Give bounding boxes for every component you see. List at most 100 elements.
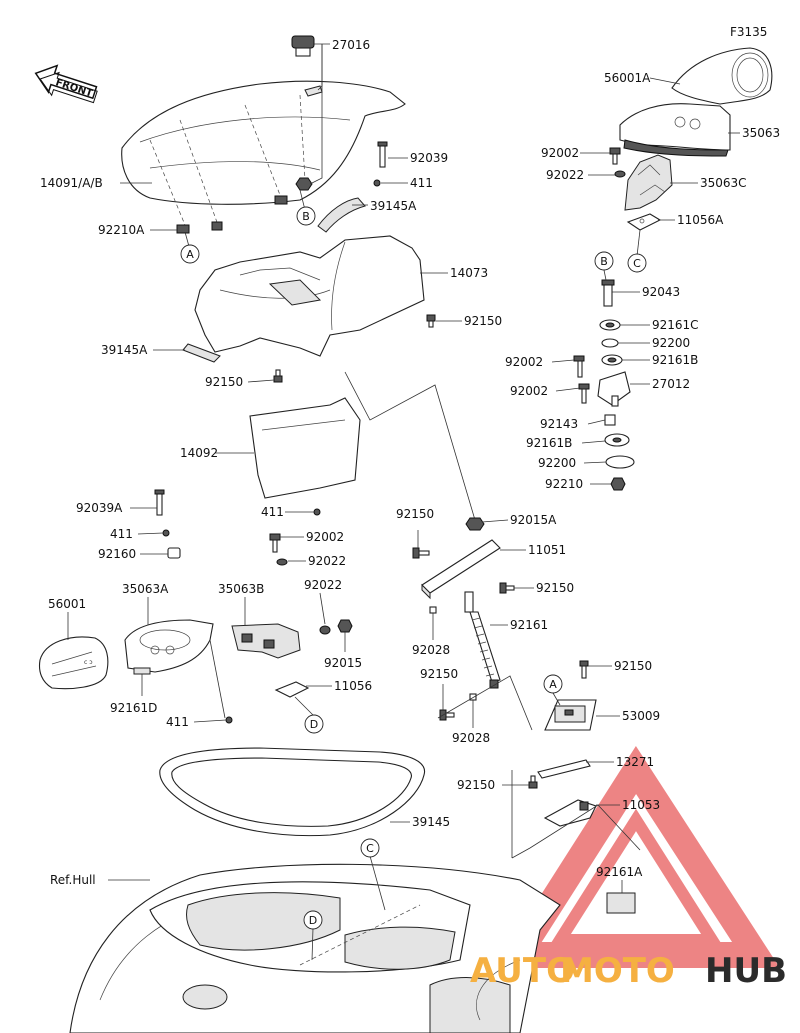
watermark-text: AUTO MOTO HUB bbox=[470, 951, 787, 991]
label-92161Ba: 92161B bbox=[652, 353, 698, 367]
label-11053: 11053 bbox=[622, 798, 660, 812]
label-92200a: 92200 bbox=[652, 336, 690, 350]
seal-39145 bbox=[159, 747, 426, 837]
seat-clip-2 bbox=[274, 195, 288, 205]
callout-A-upper: A bbox=[180, 244, 200, 264]
label-411a: 411 bbox=[410, 176, 433, 190]
collar-92143 bbox=[604, 414, 616, 426]
label-92150g: 92150 bbox=[457, 778, 495, 792]
label-14092: 14092 bbox=[180, 446, 218, 460]
bolt-92150f bbox=[579, 660, 589, 679]
part-411a bbox=[373, 179, 381, 187]
strip-13271 bbox=[537, 759, 591, 779]
part-411b bbox=[313, 508, 321, 516]
label-92161Bb: 92161B bbox=[526, 436, 572, 450]
label-92028b: 92028 bbox=[452, 731, 490, 745]
part-39145A bbox=[317, 197, 366, 233]
svg-text:B: B bbox=[302, 210, 310, 223]
label-35063A: 35063A bbox=[122, 582, 169, 596]
label-92160: 92160 bbox=[98, 547, 136, 561]
label-92150d: 92150 bbox=[536, 581, 574, 595]
nut-92015A bbox=[465, 517, 485, 531]
svg-text:B: B bbox=[600, 255, 608, 268]
label-92200b: 92200 bbox=[538, 456, 576, 470]
watermark-auto: AUTO bbox=[470, 951, 575, 991]
label-92210: 92210 bbox=[545, 477, 583, 491]
hull-reference bbox=[69, 863, 561, 1033]
washer-92200a bbox=[601, 338, 619, 348]
bolt-92002c bbox=[578, 383, 590, 404]
watermark-logo bbox=[494, 745, 780, 968]
label-92022b: 92022 bbox=[308, 554, 346, 568]
bolt-92150e bbox=[439, 709, 455, 721]
figure-code: F3135 bbox=[730, 25, 767, 39]
label-92015A: 92015A bbox=[510, 513, 557, 527]
callout-D-hull: D bbox=[303, 910, 323, 930]
label-14091: 14091/A/B bbox=[40, 176, 103, 190]
label-56001: 56001 bbox=[48, 597, 86, 611]
bolt-92150g bbox=[528, 775, 538, 789]
label-27016: 27016 bbox=[332, 38, 370, 52]
svg-text:C: C bbox=[633, 257, 641, 270]
label-92143: 92143 bbox=[540, 417, 578, 431]
callout-D-left: D bbox=[304, 714, 324, 734]
washer-92161Ba-hole bbox=[607, 357, 617, 363]
bolt-92150a bbox=[426, 314, 436, 328]
front-arrow-icon: FRONT bbox=[34, 64, 98, 104]
mirror-56001A bbox=[671, 47, 773, 105]
label-92150f: 92150 bbox=[614, 659, 652, 673]
label-92161: 92161 bbox=[510, 618, 548, 632]
bolt-92150d bbox=[499, 582, 515, 594]
label-56001A: 56001A bbox=[604, 71, 651, 85]
svg-text:C: C bbox=[366, 842, 374, 855]
label-92150a: 92150 bbox=[464, 314, 502, 328]
label-92002a: 92002 bbox=[541, 146, 579, 160]
callout-C-right: C bbox=[627, 253, 647, 273]
label-27012: 27012 bbox=[652, 377, 690, 391]
bracket-27012 bbox=[597, 371, 631, 407]
label-92002c: 92002 bbox=[510, 384, 548, 398]
bracket-11053 bbox=[543, 799, 597, 827]
svg-text:D: D bbox=[310, 718, 318, 731]
part-92210A bbox=[176, 224, 190, 234]
label-53009: 53009 bbox=[622, 709, 660, 723]
bolt-92150b bbox=[273, 369, 283, 383]
mirror-56001: c ɔ bbox=[38, 636, 109, 690]
label-39145A-b: 39145A bbox=[101, 343, 148, 357]
label-ref-hull: Ref.Hull bbox=[50, 873, 96, 887]
part-27016 bbox=[291, 35, 315, 57]
label-92039: 92039 bbox=[410, 151, 448, 165]
label-92028a: 92028 bbox=[412, 643, 450, 657]
bracket-35063B bbox=[231, 623, 301, 659]
plate-11056A bbox=[626, 213, 662, 231]
seat-14091 bbox=[121, 80, 406, 226]
svg-text:D: D bbox=[309, 914, 317, 927]
nut-92210 bbox=[610, 477, 626, 491]
bolt-92043 bbox=[601, 279, 615, 307]
part-92039 bbox=[377, 141, 388, 168]
callout-B-right: B bbox=[594, 251, 614, 271]
label-35063C: 35063C bbox=[700, 176, 747, 190]
washer-92161Bb-hole bbox=[612, 437, 622, 443]
label-92043: 92043 bbox=[642, 285, 680, 299]
leader-lines bbox=[67, 43, 740, 961]
part-39145A-lower bbox=[182, 343, 221, 363]
label-11051: 11051 bbox=[528, 543, 566, 557]
label-35063B: 35063B bbox=[218, 582, 264, 596]
washer-92022a bbox=[614, 170, 626, 178]
label-92161D: 92161D bbox=[110, 701, 157, 715]
plate-11056 bbox=[274, 681, 310, 698]
part-labels: 27016 14091/A/B 92039 411 39145A 92210A … bbox=[40, 38, 780, 887]
label-13271: 13271 bbox=[616, 755, 654, 769]
stud-92039A bbox=[154, 489, 165, 516]
label-14073: 14073 bbox=[450, 266, 488, 280]
svg-text:A: A bbox=[549, 678, 557, 691]
label-92022c: 92022 bbox=[304, 578, 342, 592]
label-92150e: 92150 bbox=[420, 667, 458, 681]
callout-C-hull: C bbox=[360, 838, 380, 858]
bolt-92150c bbox=[412, 547, 430, 559]
label-92002d: 92002 bbox=[306, 530, 344, 544]
part-411c bbox=[162, 529, 170, 537]
washer-92200b bbox=[605, 455, 635, 469]
